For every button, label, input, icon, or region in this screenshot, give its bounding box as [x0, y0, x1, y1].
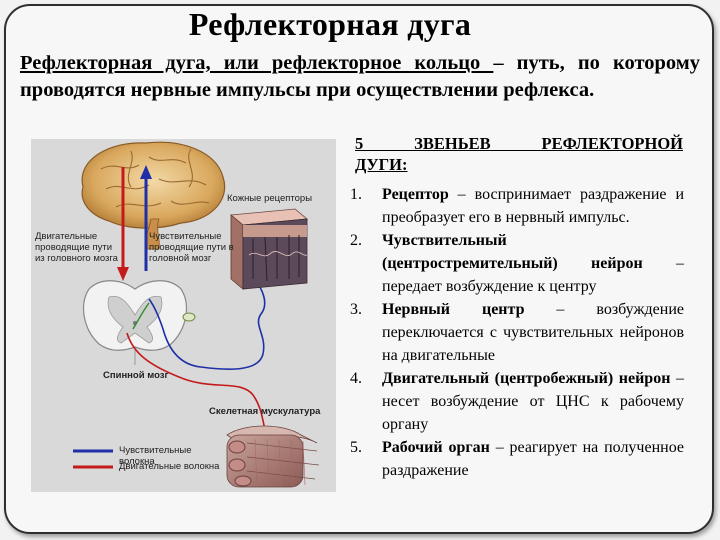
list-item-text: – возбуждение переключается с чувствител… — [382, 301, 684, 364]
skeletal-muscle-image — [226, 425, 320, 488]
sensory-fiber — [148, 276, 266, 370]
definition-rest: – путь, по которому проводятся нервные и… — [20, 52, 700, 101]
list-item-name: Двигательный (центробежный) нейрон — [382, 370, 671, 387]
reflex-arc-illustration: Кожные рецепторы Двигательные проводящие… — [31, 139, 336, 492]
list-item-name: Рабочий орган — [382, 439, 490, 456]
spinal-ganglion — [182, 312, 196, 322]
list-item-number: 5. — [350, 439, 362, 456]
legend-sensory-label: Чувствительные волокна — [119, 445, 192, 467]
list-item-text: – передает возбуждение к центру — [382, 255, 684, 295]
list-item: 5. Рабочий орган – реагирует на полученно… — [348, 436, 684, 482]
list-item: 1. Рецептор – воспринимает раздражение и … — [348, 183, 684, 229]
label-sensory-paths: Чувствительные проводящие пути в головно… — [149, 231, 234, 264]
motor-arrow-icon — [117, 267, 129, 281]
list-item: 3. Нервный центр – возбуждение переключае… — [348, 298, 684, 367]
list-item-name: Чувствительный (центростремительный) ней… — [382, 232, 643, 272]
list-item-number: 3. — [350, 301, 362, 318]
skin-receptors-image — [230, 208, 308, 290]
label-skeletal-muscles: Скелетная мускулатура — [209, 406, 321, 417]
links-heading-line2: ДУГИ: — [355, 155, 408, 174]
reflex-arc-diagram — [73, 141, 320, 488]
slide-title: Рефлекторная дуга — [188, 6, 472, 42]
label-motor-paths: Двигательные проводящие пути из головног… — [35, 231, 118, 264]
definition-term: Рефлекторная дуга, или рефлекторное коль… — [20, 52, 494, 74]
list-item-name: Рецептор — [382, 186, 449, 203]
spinal-cord-section — [82, 280, 188, 365]
reflex-arc-links-list: 1. Рецептор – воспринимает раздражение и … — [348, 183, 684, 482]
label-spinal-cord: Спинной мозг — [103, 370, 169, 381]
sensory-arrow-icon — [140, 165, 152, 179]
list-item: 4. Двигательный (центробежный) нейрон – н… — [348, 367, 684, 436]
list-item-text: – реагирует на полученное раздражение — [382, 439, 684, 479]
list-item-name: Нервный центр — [382, 301, 525, 318]
links-heading: 5 ЗВЕНЬЕВ РЕФЛЕКТОРНОЙ ДУГИ: — [355, 133, 683, 175]
list-item-number: 1. — [350, 186, 362, 203]
links-heading-line1: 5 ЗВЕНЬЕВ РЕФЛЕКТОРНОЙ — [355, 134, 683, 153]
list-item: 2. Чувствительный (центростремительный) н… — [348, 229, 684, 298]
list-item-text: – несет возбуждение от ЦНС к рабочему ор… — [382, 370, 684, 433]
definition-text: Рефлекторная дуга, или рефлекторное коль… — [20, 50, 700, 104]
brain-image — [81, 141, 226, 250]
label-skin-receptors: Кожные рецепторы — [227, 193, 313, 204]
motor-fiber — [126, 332, 268, 440]
legend-motor-label: Двигательные волокна — [119, 461, 220, 472]
list-item-number: 2. — [350, 232, 362, 249]
list-item-text: – воспринимает раздражение и преобразует… — [382, 186, 684, 226]
list-item-number: 4. — [350, 370, 362, 387]
